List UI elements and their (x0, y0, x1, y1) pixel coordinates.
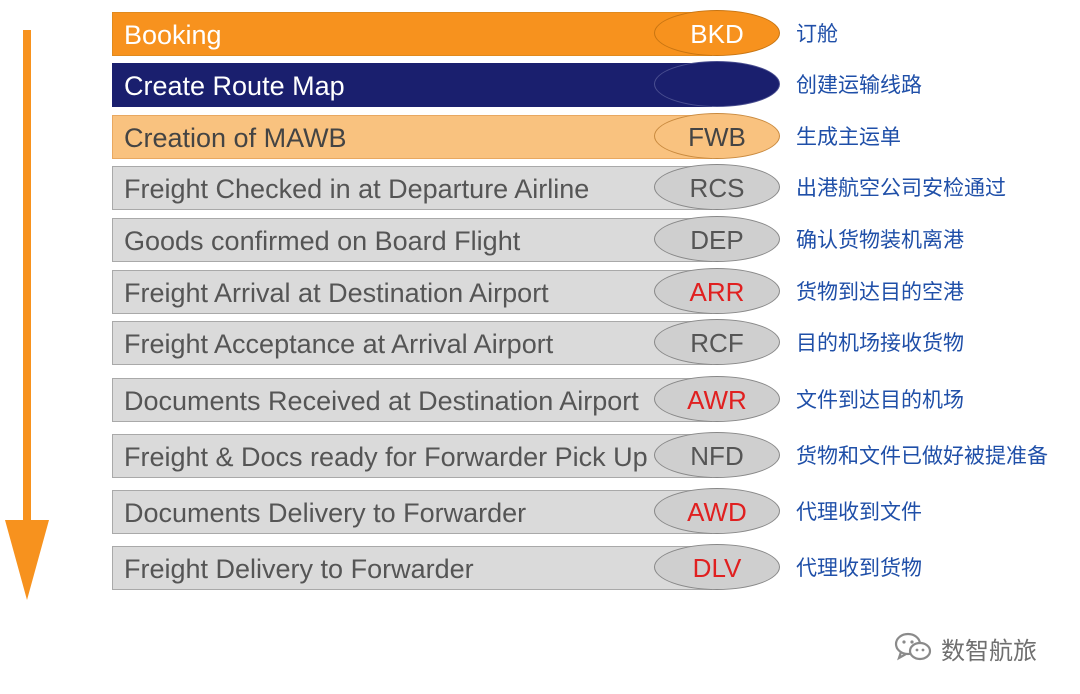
step-bar: Freight Arrival at Destination Airport (112, 270, 712, 314)
step-label: Documents Delivery to Forwarder (124, 498, 527, 528)
status-code-badge: RCS (654, 164, 780, 210)
step-label: Creation of MAWB (124, 123, 347, 153)
status-code-badge: BKD (654, 10, 780, 56)
step-chinese-label: 货物和文件已做好被提准备 (796, 444, 1048, 468)
step-chinese-label: 确认货物装机离港 (796, 228, 964, 252)
status-code-badge: RCF (654, 319, 780, 365)
status-code-badge (654, 61, 780, 107)
wechat-icon (894, 632, 932, 661)
step-label: Booking (124, 20, 222, 50)
step-bar: Freight Acceptance at Arrival Airport (112, 321, 712, 365)
step-bar: Freight & Docs ready for Forwarder Pick … (112, 434, 712, 478)
watermark-text: 数智航旅 (941, 636, 1037, 665)
step-row: Freight & Docs ready for Forwarder Pick … (112, 432, 780, 478)
step-row: Documents Received at Destination Airpor… (112, 376, 780, 422)
step-label: Documents Received at Destination Airpor… (124, 386, 639, 416)
step-row: Freight Arrival at Destination Airport AR… (112, 268, 780, 314)
watermark: 数智航旅 (893, 630, 1037, 666)
step-label: Create Route Map (124, 71, 345, 101)
flow-direction-arrow (5, 30, 49, 600)
step-row: Documents Delivery to Forwarder AWD (112, 488, 780, 534)
step-bar: Documents Delivery to Forwarder (112, 490, 712, 534)
step-bar: Creation of MAWB (112, 115, 712, 159)
step-label: Goods confirmed on Board Flight (124, 226, 521, 256)
step-label: Freight Arrival at Destination Airport (124, 278, 549, 308)
step-row: Freight Checked in at Departure Airline R… (112, 164, 780, 210)
step-chinese-label: 订舱 (796, 22, 838, 46)
step-chinese-label: 生成主运单 (796, 125, 901, 149)
step-row: Booking BKD (112, 10, 780, 56)
step-label: Freight Acceptance at Arrival Airport (124, 329, 554, 359)
step-chinese-label: 创建运输线路 (796, 73, 922, 97)
status-code-badge: NFD (654, 432, 780, 478)
status-code-badge: FWB (654, 113, 780, 159)
step-chinese-label: 代理收到货物 (796, 556, 922, 580)
step-bar: Freight Delivery to Forwarder (112, 546, 712, 590)
status-code-badge: ARR (654, 268, 780, 314)
step-row: Creation of MAWB FWB (112, 113, 780, 159)
status-code-badge: DLV (654, 544, 780, 590)
step-chinese-label: 目的机场接收货物 (796, 331, 964, 355)
step-label: Freight Delivery to Forwarder (124, 554, 474, 584)
step-chinese-label: 出港航空公司安检通过 (796, 176, 1006, 200)
step-bar: Create Route Map (112, 63, 712, 107)
status-code-badge: DEP (654, 216, 780, 262)
status-code-badge: AWR (654, 376, 780, 422)
step-bar: Booking (112, 12, 712, 56)
step-chinese-label: 代理收到文件 (796, 500, 922, 524)
step-row: Freight Delivery to Forwarder DLV (112, 544, 780, 590)
step-bar: Freight Checked in at Departure Airline (112, 166, 712, 210)
step-label: Freight & Docs ready for Forwarder Pick … (124, 442, 648, 472)
step-chinese-label: 文件到达目的机场 (796, 388, 964, 412)
step-label: Freight Checked in at Departure Airline (124, 174, 590, 204)
status-code-badge: AWD (654, 488, 780, 534)
step-row: Goods confirmed on Board Flight DEP (112, 216, 780, 262)
step-chinese-label: 货物到达目的空港 (796, 280, 964, 304)
step-row: Freight Acceptance at Arrival Airport RCF (112, 319, 780, 365)
step-bar: Goods confirmed on Board Flight (112, 218, 712, 262)
step-bar: Documents Received at Destination Airpor… (112, 378, 712, 422)
step-row: Create Route Map (112, 61, 780, 107)
